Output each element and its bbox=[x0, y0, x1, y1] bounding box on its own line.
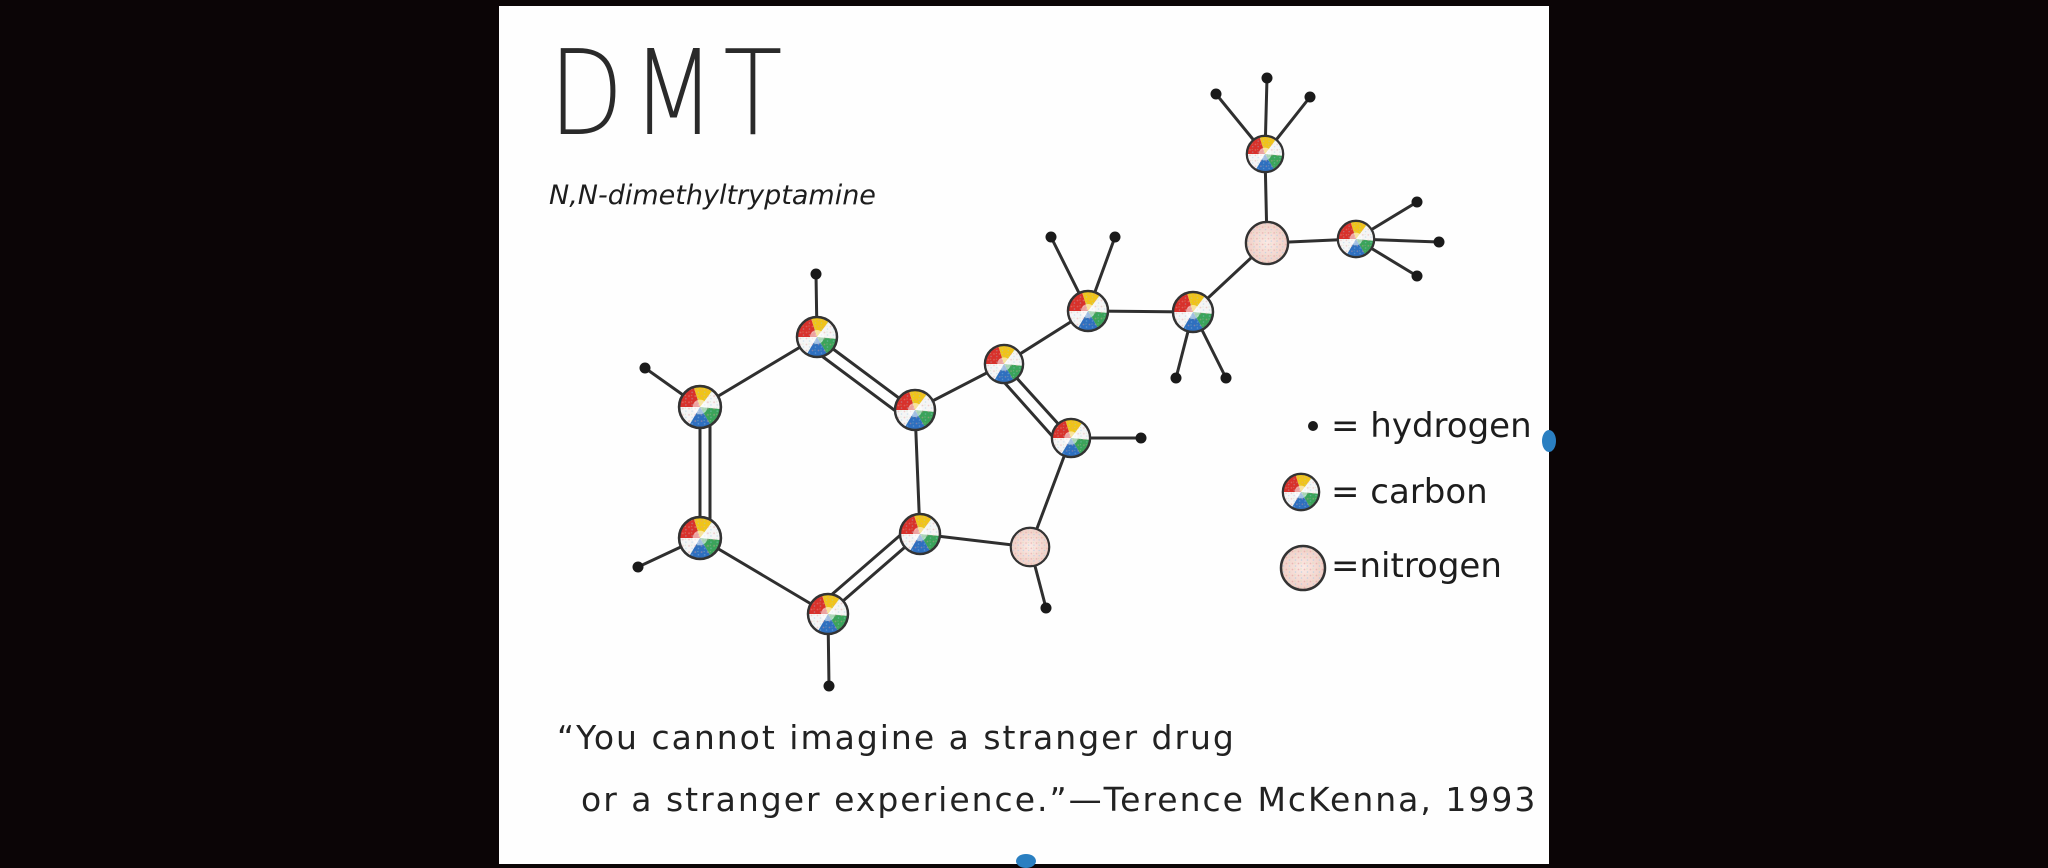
hydrogen-atom bbox=[1433, 236, 1445, 248]
illustration-page: DMT N,N-dimethyltryptamine bbox=[499, 6, 1556, 868]
resize-handle-bottom[interactable] bbox=[1016, 854, 1036, 868]
hydrogen-atom bbox=[1170, 372, 1182, 384]
molecule-title: DMT bbox=[549, 24, 791, 162]
hydrogen-atom bbox=[1210, 88, 1222, 100]
carbon-atom bbox=[983, 343, 1025, 385]
legend-nitrogen: =nitrogen bbox=[1279, 544, 1502, 592]
hydrogen-atom bbox=[1135, 432, 1147, 444]
hydrogen-atom bbox=[1261, 72, 1273, 84]
hydrogen-legend-icon bbox=[1279, 404, 1323, 448]
hydrogen-atom bbox=[1045, 231, 1057, 243]
legend-hydrogen-label: = hydrogen bbox=[1331, 406, 1532, 446]
hydrogen-atom bbox=[1411, 270, 1423, 282]
carbon-atom bbox=[677, 515, 723, 561]
carbon-atom bbox=[795, 315, 839, 359]
carbon-atom bbox=[1245, 134, 1285, 174]
bond-lines bbox=[636, 76, 1441, 688]
hydrogen-atom bbox=[1411, 196, 1423, 208]
quote-line-2: or a stranger experience.”—Terence McKen… bbox=[581, 780, 1538, 819]
legend-carbon: = carbon bbox=[1279, 470, 1488, 514]
carbon-atom bbox=[893, 388, 937, 432]
hydrogen-atom bbox=[1304, 91, 1316, 103]
nitrogen-atom bbox=[1244, 220, 1290, 266]
legend-hydrogen: = hydrogen bbox=[1279, 404, 1532, 448]
hydrogen-atom bbox=[1109, 231, 1121, 243]
hydrogen-atom bbox=[1040, 602, 1052, 614]
hydrogen-atom bbox=[639, 362, 651, 374]
molecule-full-name: N,N-dimethyltryptamine bbox=[549, 180, 876, 211]
resize-handle-right[interactable] bbox=[1542, 430, 1556, 452]
nitrogen-atom bbox=[1009, 526, 1051, 568]
carbon-atom bbox=[1066, 289, 1110, 333]
carbon-atom bbox=[1050, 417, 1092, 459]
legend-nitrogen-label: =nitrogen bbox=[1331, 546, 1502, 586]
molecule-diagram bbox=[632, 72, 1445, 692]
hydrogen-atom bbox=[810, 268, 822, 280]
carbon-atom bbox=[898, 512, 942, 556]
carbon-atom bbox=[806, 592, 850, 636]
nitrogen-legend-icon bbox=[1279, 544, 1327, 592]
hydrogen-atom bbox=[1220, 372, 1232, 384]
hydrogen-atom bbox=[823, 680, 835, 692]
quote-line-1: “You cannot imagine a stranger drug bbox=[557, 718, 1236, 757]
carbon-atom bbox=[1171, 290, 1215, 334]
carbon-legend-icon bbox=[1279, 470, 1323, 514]
hydrogen-atom bbox=[632, 561, 644, 573]
legend-carbon-label: = carbon bbox=[1331, 472, 1488, 512]
carbon-atom bbox=[1336, 219, 1376, 259]
carbon-atom bbox=[677, 384, 723, 430]
